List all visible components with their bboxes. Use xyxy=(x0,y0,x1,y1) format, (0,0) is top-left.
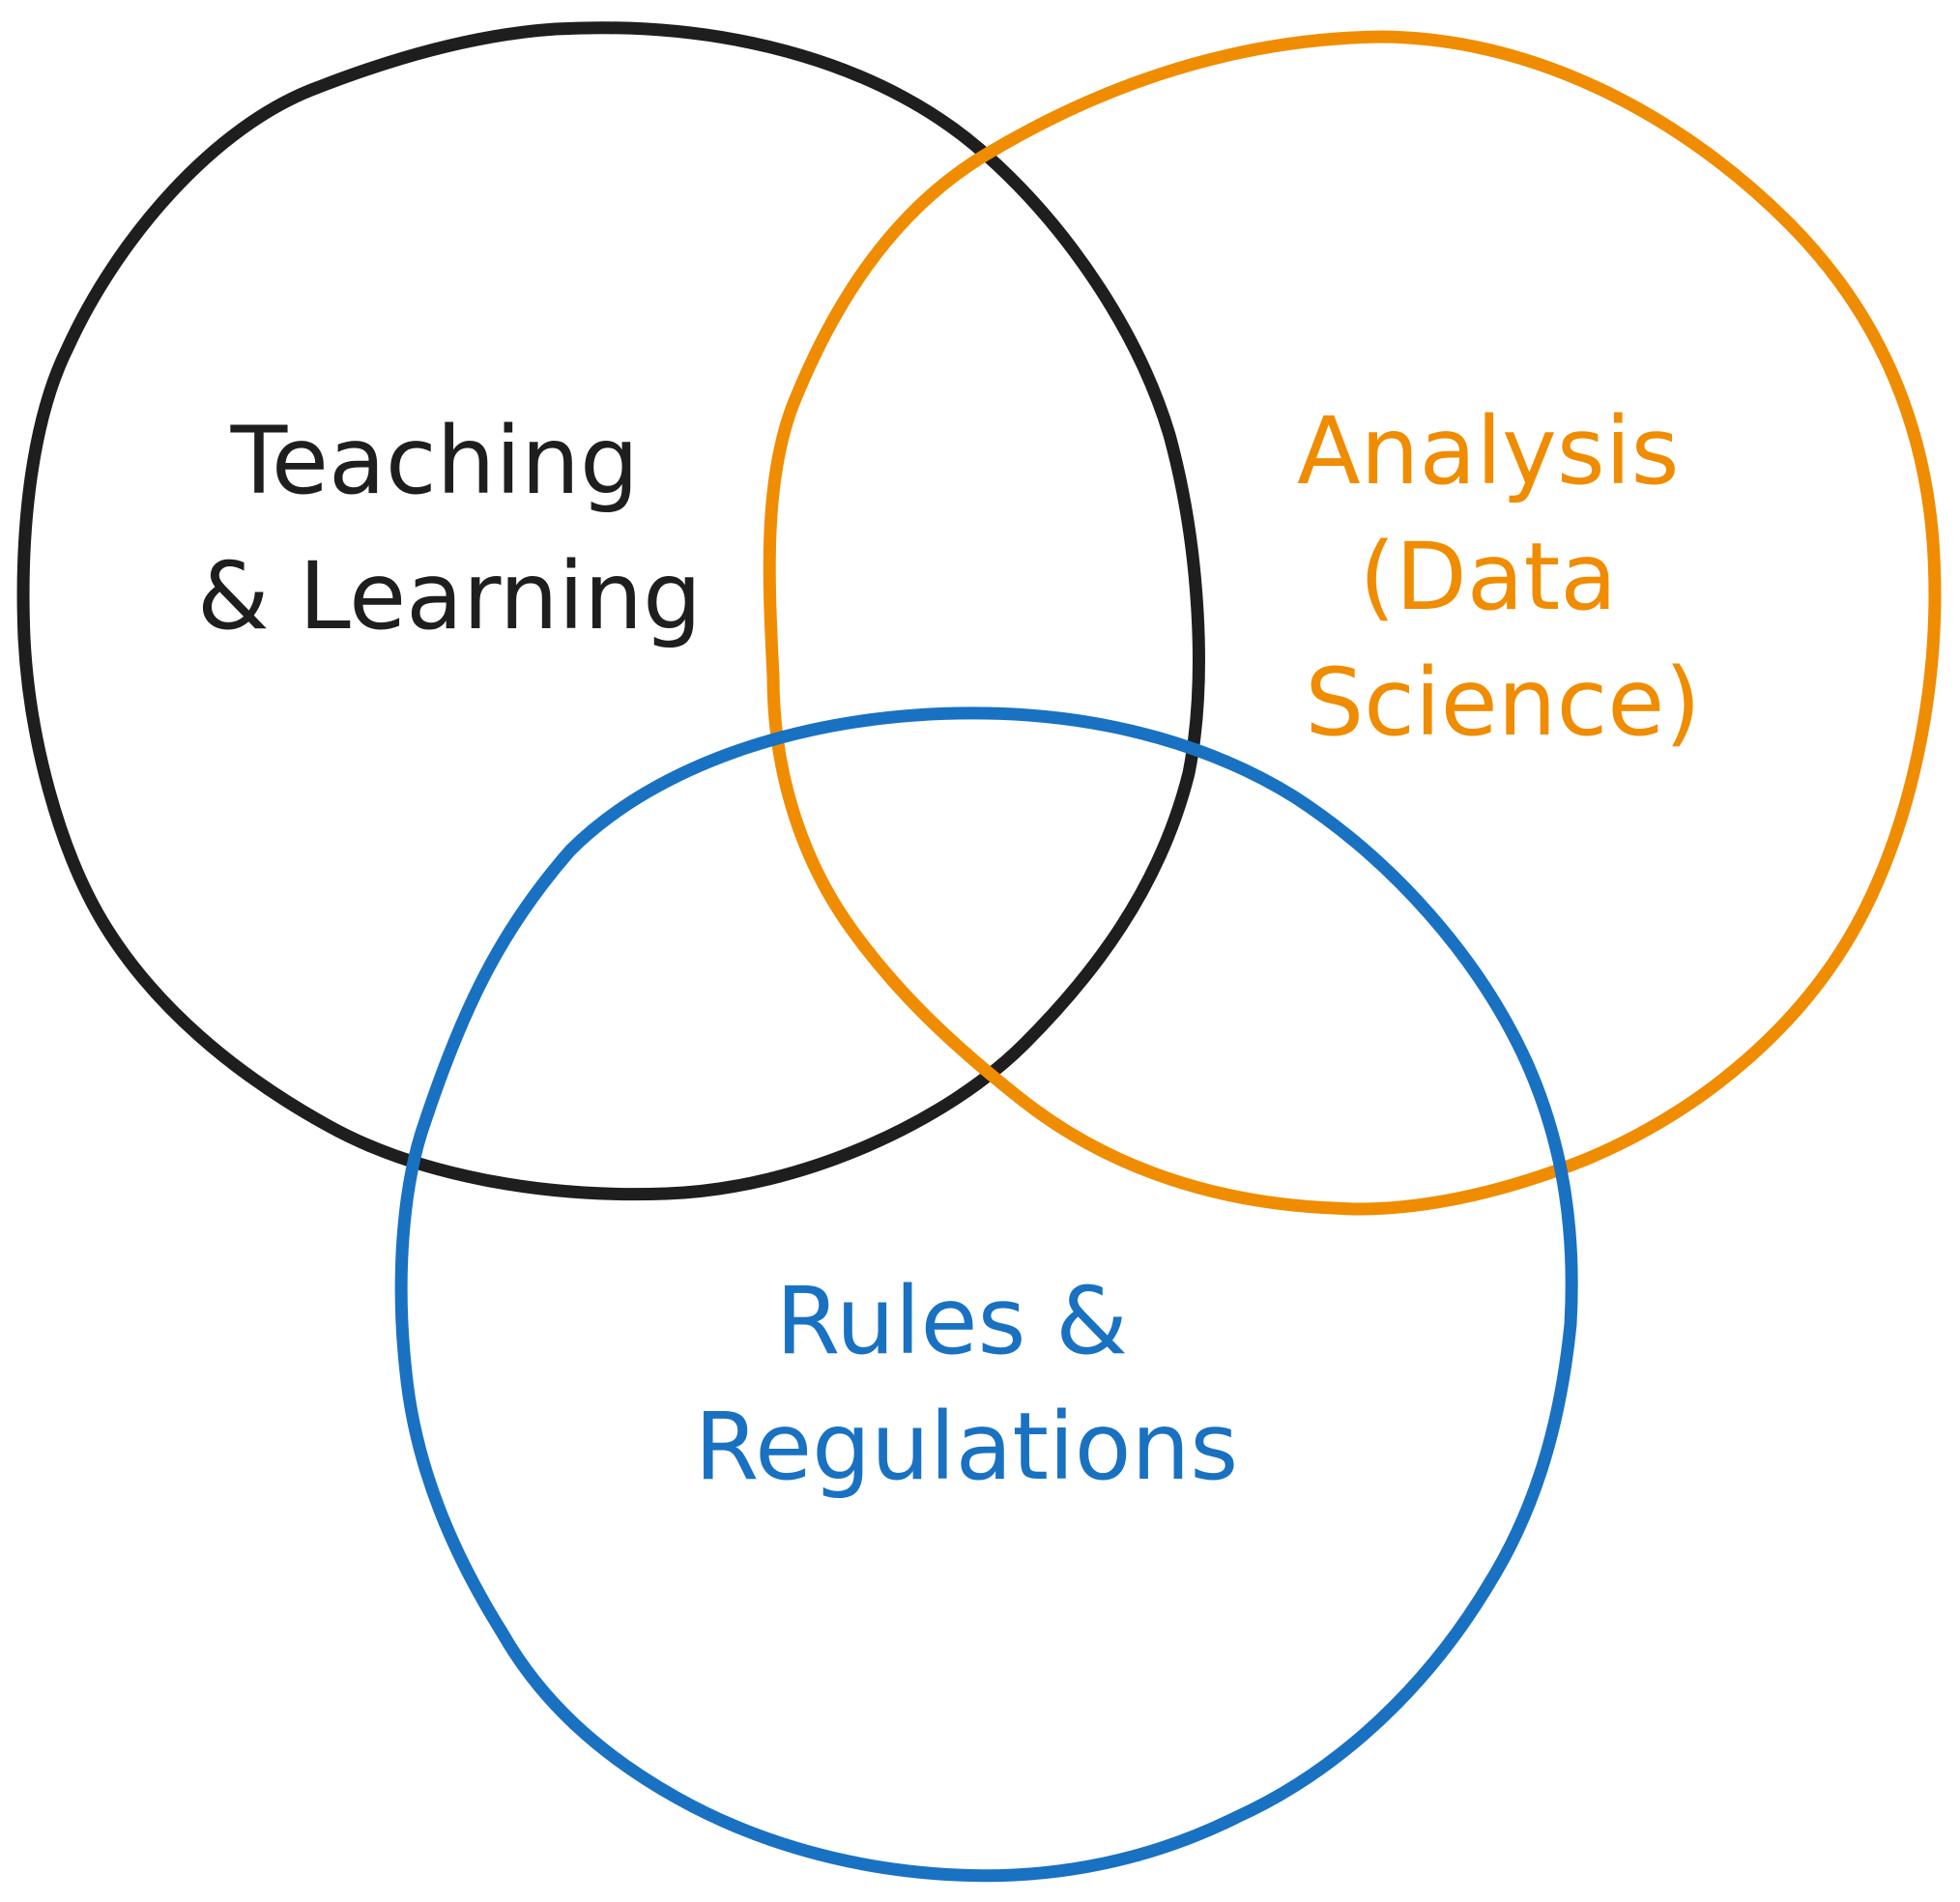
rules-label-line-1: Rules & xyxy=(776,1267,1128,1375)
teaching-label-line-1: Teaching xyxy=(230,407,639,515)
rules-label-line-2: Regulations xyxy=(695,1393,1239,1501)
analysis-label-line-1: Analysis xyxy=(1297,397,1680,505)
rules-regulations-label: Rules & Regulations xyxy=(695,1267,1239,1501)
analysis-data-science-label: Analysis (Data Science) xyxy=(1297,397,1709,757)
analysis-label-line-3: Science) xyxy=(1305,648,1701,757)
analysis-data-science-circle xyxy=(763,30,1942,1216)
analysis-label-line-2: (Data xyxy=(1359,523,1617,631)
teaching-learning-circle xyxy=(16,21,1205,1201)
teaching-label-line-2: & Learning xyxy=(197,542,702,650)
teaching-learning-label: Teaching & Learning xyxy=(197,407,702,650)
rules-regulations-circle xyxy=(394,706,1578,1883)
